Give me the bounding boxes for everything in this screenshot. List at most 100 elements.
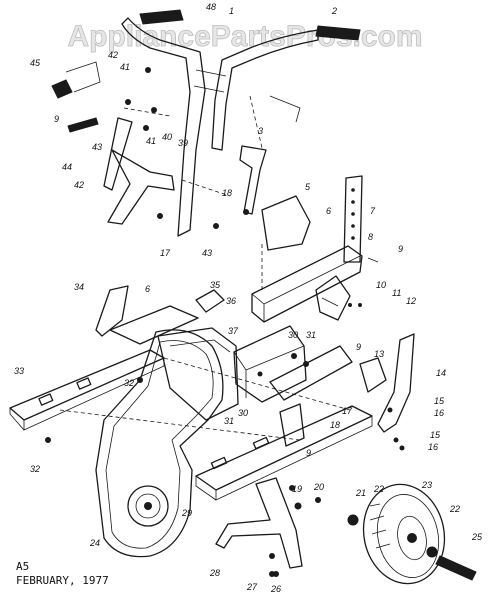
callout-22a: 22 [373,484,384,494]
chain-case [95,327,239,558]
callout-15a: 15 [434,396,445,406]
axle-bracket-13 [359,357,387,393]
callout-8: 8 [368,232,373,242]
callout-35: 35 [210,280,221,290]
callout-28: 28 [209,568,220,578]
callout-43a: 43 [92,142,102,152]
watermark-text: AppliancePartsPros.com [67,20,422,53]
bracket-31 [269,345,353,401]
lower-frame-29 [195,405,373,491]
callout-17b: 17 [160,248,171,258]
plate-6 [109,305,199,345]
callout-9a: 9 [398,244,403,254]
assembly-guide-lines [59,107,351,441]
depth-stake [343,175,363,263]
left-hand-grip [139,9,184,25]
callout-44: 44 [62,162,72,172]
control-rod [103,117,133,191]
callout-39: 39 [178,138,188,148]
callout-15b: 15 [430,430,441,440]
control-arm [239,145,267,215]
callout-26: 26 [270,584,281,594]
callout-9b: 9 [54,114,59,124]
plate-35 [195,289,225,313]
callout-21: 21 [355,488,366,498]
hitch-plate [315,275,351,321]
callout-42b: 42 [74,180,84,190]
callout-25: 25 [471,532,483,542]
left-handle-tube [121,17,206,237]
gearbox-housing [157,327,239,421]
bracket-37 [233,325,307,403]
caption-date: FEBRUARY, 1977 [16,574,109,587]
callout-7: 7 [370,206,376,216]
callout-48: 48 [206,2,216,12]
callout-9d: 9 [306,448,311,458]
main-frame-beam [251,245,363,323]
callout-6b: 6 [145,284,150,294]
callout-11: 11 [392,288,401,298]
callout-10: 10 [376,280,386,290]
callout-42a: 42 [108,50,118,60]
frame-channel [9,349,165,421]
callout-5: 5 [305,182,311,192]
callout-31b: 31 [224,416,234,426]
callout-31a: 31 [306,330,316,340]
bolt-44 [67,117,99,133]
callout-36: 36 [226,296,236,306]
callout-37: 37 [228,326,239,336]
callout-12: 12 [406,296,416,306]
right-hand-grip [315,25,361,41]
callout-30a: 30 [288,330,298,340]
callout-33: 33 [14,366,24,376]
callout-16b: 16 [428,442,438,452]
callout-13: 13 [374,349,384,359]
callout-22b: 22 [449,504,460,514]
control-linkage [239,95,311,290]
callout-41b: 41 [146,136,156,146]
left-frame [9,285,225,443]
callout-43b: 43 [202,248,212,258]
handle-brace [193,69,227,93]
callout-2: 2 [331,6,337,16]
callout-20: 20 [313,482,324,492]
wheel-bracket [377,333,415,433]
callout-32a: 32 [124,378,134,388]
callout-16a: 16 [434,408,444,418]
depth-stake-assembly [251,175,379,323]
callout-14: 14 [436,368,446,378]
callout-19: 19 [292,484,302,494]
callout-24: 24 [89,538,100,548]
handlebar-assembly [51,9,361,237]
clamp-plate [279,403,305,447]
drag-bar [215,477,303,569]
callout-41a: 41 [120,62,130,72]
center-bracket [233,325,353,447]
callout-6a: 6 [326,206,331,216]
upper-bracket [95,285,129,337]
axle-bolt [435,555,477,581]
callout-29: 29 [181,508,192,518]
callout-23: 23 [421,480,432,490]
callout-34: 34 [74,282,84,292]
right-handle-tube [211,29,319,151]
callout-32b: 32 [30,464,40,474]
caption-code: A5 [16,560,29,573]
callout-27: 27 [246,582,258,592]
mounting-bracket [261,195,311,251]
drive-hub [127,485,169,527]
control-lever [107,149,175,225]
callout-45: 45 [30,58,41,68]
wheel-assembly [273,333,477,585]
callout-18b: 18 [330,420,340,430]
callout-9c: 9 [356,342,361,352]
callout-1: 1 [229,6,234,16]
callout-3: 3 [258,126,263,136]
chain-case-rim [105,340,214,549]
callout-17a: 17 [342,406,353,416]
callout-30b: 30 [238,408,248,418]
callout-40: 40 [162,132,172,142]
chain-case-outer [95,329,224,558]
wheel-tire [362,483,446,585]
